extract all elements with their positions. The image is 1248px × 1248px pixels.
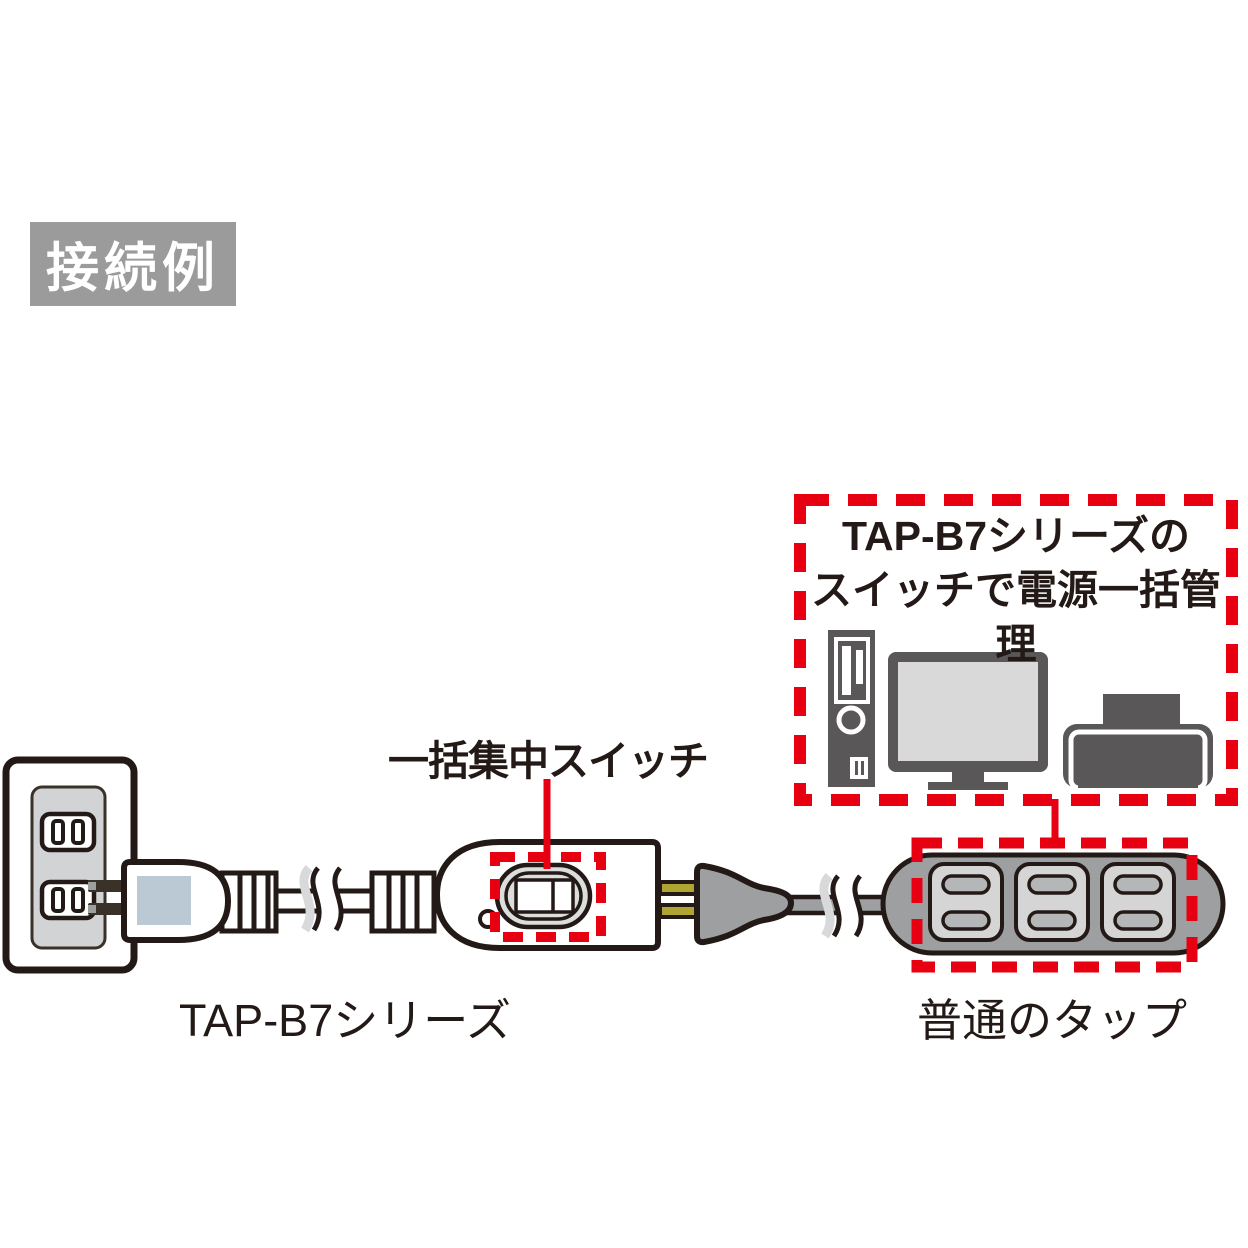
plug-label-area [137, 876, 191, 925]
tower-power-button [836, 705, 866, 735]
cable-break-icon [819, 873, 864, 939]
tower-bay-bar [856, 650, 863, 684]
switch-rocker [514, 878, 575, 914]
socket-slot [51, 887, 65, 913]
strip-outlet [928, 862, 1004, 942]
callout-dashed-border [794, 494, 1238, 806]
callout-line-2: スイッチで電源一括管理 [811, 567, 1221, 668]
strip-outlet [1014, 862, 1090, 942]
outlet-slot [941, 874, 991, 895]
tap-b7-plug-icon [88, 859, 279, 943]
plug-body [694, 862, 795, 946]
socket-slot [71, 887, 85, 913]
tower-bay-bar [842, 646, 851, 695]
outlet-slot [1027, 910, 1077, 931]
switch-bezel-inner [504, 871, 583, 921]
break-line [332, 866, 344, 932]
tap-b7-cable [259, 865, 391, 933]
plug-prong [88, 880, 130, 892]
desktop-tower-icon [828, 630, 875, 787]
wall-outlet-icon [2, 756, 138, 974]
socket-upper [39, 811, 97, 853]
monitor-screen [898, 662, 1038, 761]
break-line [310, 866, 322, 932]
section-badge-label: 接続例 [46, 239, 220, 298]
outlet-slot [1027, 874, 1077, 895]
printer-tray [1103, 694, 1180, 726]
outlet-slot [1113, 874, 1163, 895]
socket-slot [71, 819, 85, 845]
section-badge: 接続例 [30, 222, 236, 306]
prong-tip [88, 905, 96, 913]
prong-tip [88, 882, 96, 890]
monitor-icon [888, 652, 1048, 790]
outlet-slot [1113, 910, 1163, 931]
cable-break-icon [299, 865, 344, 933]
ordinary-tap-label: 普通のタップ [916, 995, 1187, 1046]
tower-port-slot [861, 761, 864, 775]
callout-line-1: TAP-B7シリーズの [842, 513, 1190, 559]
break-line [852, 874, 864, 938]
socket-slot [51, 819, 65, 845]
tower-bay [834, 637, 870, 704]
monitor-neck [952, 770, 984, 784]
tower-ports [850, 757, 868, 779]
switch-unit-icon [369, 779, 661, 951]
break-shade [819, 873, 835, 939]
printer-icon [1063, 694, 1213, 791]
callout-box [794, 494, 1238, 806]
tower-port-slot [855, 761, 858, 775]
socket-lower [39, 879, 97, 921]
monitor-base [928, 782, 1008, 790]
strip-outlet [1100, 862, 1176, 942]
rocker-switch-icon [494, 862, 593, 930]
printer-paper-area [1078, 739, 1198, 788]
power-strip-icon [880, 799, 1226, 973]
outlet-slot [941, 910, 991, 931]
break-line [830, 874, 842, 938]
switch-label: 一括集中スイッチ [388, 738, 709, 784]
break-shade [299, 865, 315, 933]
plug-prong [88, 903, 130, 915]
ordinary-tap-cable [783, 873, 897, 939]
wall-plate-panel [30, 785, 107, 950]
two-prong-plug-icon [658, 862, 795, 946]
callout-text: TAP-B7シリーズの スイッチで電源一括管理 [800, 509, 1232, 671]
tap-b7-series-label: TAP-B7シリーズ [179, 995, 511, 1046]
